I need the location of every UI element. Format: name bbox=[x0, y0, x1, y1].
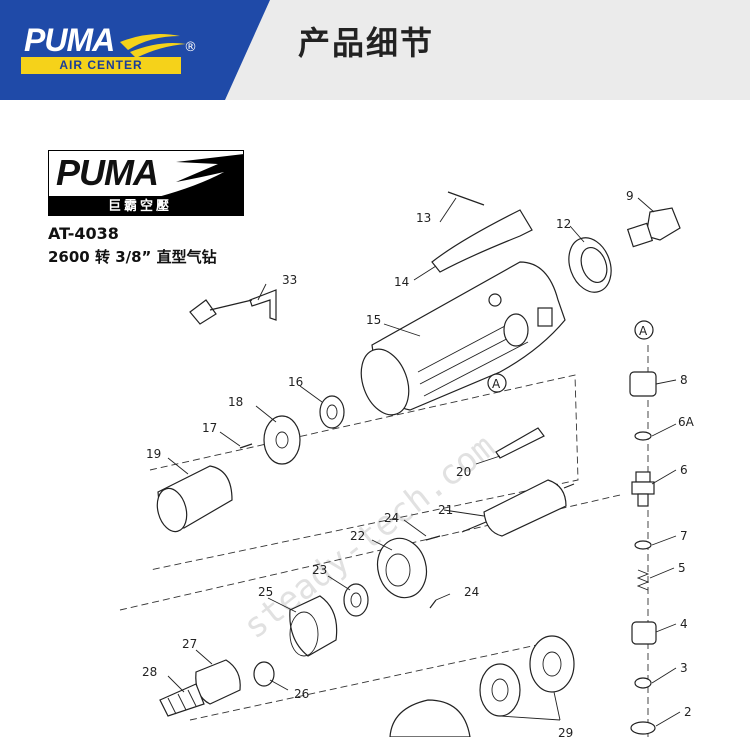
part-label-26: 26 bbox=[294, 687, 309, 701]
part-label-2: 2 bbox=[684, 705, 692, 719]
reference-label-housing: A bbox=[492, 377, 501, 391]
brand-chinese-name: 巨霸空壓 bbox=[48, 197, 244, 216]
part-key-shaft bbox=[209, 299, 253, 311]
part-rotor-blade bbox=[495, 427, 545, 459]
logo-subtitle: AIR CENTER bbox=[21, 57, 181, 74]
part-label-8: 8 bbox=[680, 373, 688, 387]
assembly-line-upper bbox=[149, 374, 579, 571]
part-label-21: 21 bbox=[438, 503, 453, 517]
part-label-4: 4 bbox=[680, 617, 688, 631]
part-label-18: 18 bbox=[228, 395, 243, 409]
leader-lines bbox=[167, 197, 681, 727]
part-small-pin bbox=[239, 443, 253, 449]
part-label-12: 12 bbox=[556, 217, 571, 231]
logo-wordmark: PUMA bbox=[24, 22, 115, 58]
part-label-3: 3 bbox=[680, 661, 688, 675]
part-label-24-upper: 24 bbox=[384, 511, 399, 525]
part-label-6: 6 bbox=[680, 463, 688, 477]
part-front-bearing bbox=[319, 395, 345, 429]
part-label-19: 19 bbox=[146, 447, 161, 461]
reference-label-column: A bbox=[639, 324, 648, 338]
part-label-5: 5 bbox=[678, 561, 686, 575]
part-ring-gear bbox=[376, 537, 428, 599]
part-label-24-lower: 24 bbox=[464, 585, 479, 599]
part-motor-housing bbox=[360, 261, 566, 416]
part-label-6a: 6A bbox=[678, 415, 695, 429]
part-valve-column bbox=[629, 371, 657, 735]
part-label-27: 27 bbox=[182, 637, 197, 651]
assembly-line-mid bbox=[119, 494, 621, 611]
part-label-28: 28 bbox=[142, 665, 157, 679]
part-label-16: 16 bbox=[288, 375, 303, 389]
part-lever-pin bbox=[447, 191, 485, 206]
part-label-17: 17 bbox=[202, 421, 217, 435]
part-spindle-bearings bbox=[389, 635, 575, 737]
part-air-inlet bbox=[626, 207, 681, 248]
logo-registered-mark: ® bbox=[184, 40, 197, 55]
model-description: 2600 转 3/8” 直型气钻 bbox=[48, 248, 217, 266]
part-hex-key bbox=[249, 289, 277, 321]
part-planet-bearing bbox=[343, 583, 369, 617]
model-number: AT-4038 bbox=[48, 224, 119, 243]
page-title: 产品细节 bbox=[298, 24, 435, 62]
part-cylinder bbox=[156, 465, 233, 533]
brand-wordmark: PUMA bbox=[56, 152, 159, 193]
part-label-33: 33 bbox=[282, 273, 297, 287]
part-end-plate bbox=[263, 415, 301, 465]
part-label-23: 23 bbox=[312, 563, 327, 577]
part-label-15: 15 bbox=[366, 313, 381, 327]
part-rear-bearing bbox=[568, 237, 612, 293]
part-label-13: 13 bbox=[416, 211, 431, 225]
part-label-29: 29 bbox=[558, 726, 573, 737]
reference-marker-housing bbox=[487, 373, 507, 393]
part-pin-lower bbox=[429, 599, 437, 609]
assembly-line-lower bbox=[189, 639, 561, 721]
brand-logo-graphic bbox=[48, 150, 244, 198]
part-pin-upper bbox=[425, 535, 441, 541]
part-throttle-lever bbox=[431, 209, 533, 273]
part-planet-gear bbox=[253, 661, 275, 687]
part-label-9: 9 bbox=[626, 189, 634, 203]
logo-panel bbox=[0, 0, 270, 100]
part-label-20: 20 bbox=[456, 465, 471, 479]
part-chuck-key-head bbox=[189, 299, 217, 325]
part-planet-housing bbox=[289, 595, 338, 657]
part-label-25: 25 bbox=[258, 585, 273, 599]
part-label-14: 14 bbox=[394, 275, 409, 289]
part-label-7: 7 bbox=[680, 529, 688, 543]
part-spindle bbox=[159, 659, 241, 717]
reference-marker-column bbox=[634, 320, 654, 340]
part-label-22: 22 bbox=[350, 529, 365, 543]
part-rotor bbox=[461, 479, 575, 537]
